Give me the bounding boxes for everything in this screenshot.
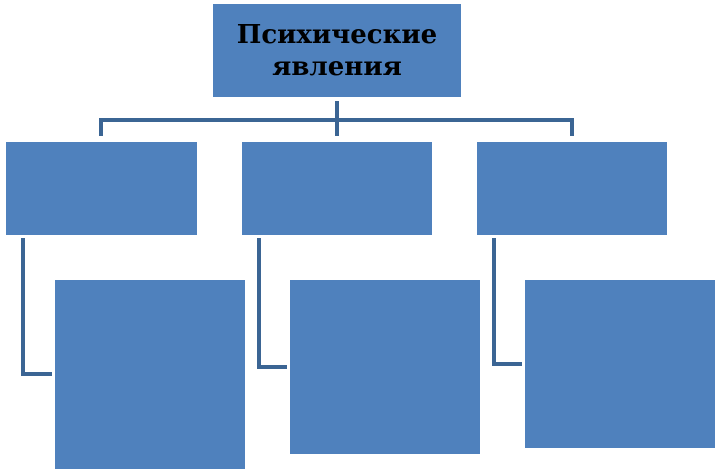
level1-box-middle (242, 142, 432, 235)
level2-box-left (55, 280, 245, 469)
root-box (213, 4, 461, 97)
level1-box-right (477, 142, 667, 235)
connector-left (21, 238, 52, 376)
connector-right (492, 238, 522, 366)
root-title-line1: Психические (236, 19, 438, 50)
root-title-line2: явления (272, 51, 402, 82)
root-connector (99, 101, 574, 136)
root-title: Психические явления (213, 4, 461, 97)
level1-box-left (6, 142, 197, 235)
connector-middle (257, 238, 287, 369)
level2-box-right (525, 280, 715, 448)
level2-box-middle (290, 280, 480, 454)
